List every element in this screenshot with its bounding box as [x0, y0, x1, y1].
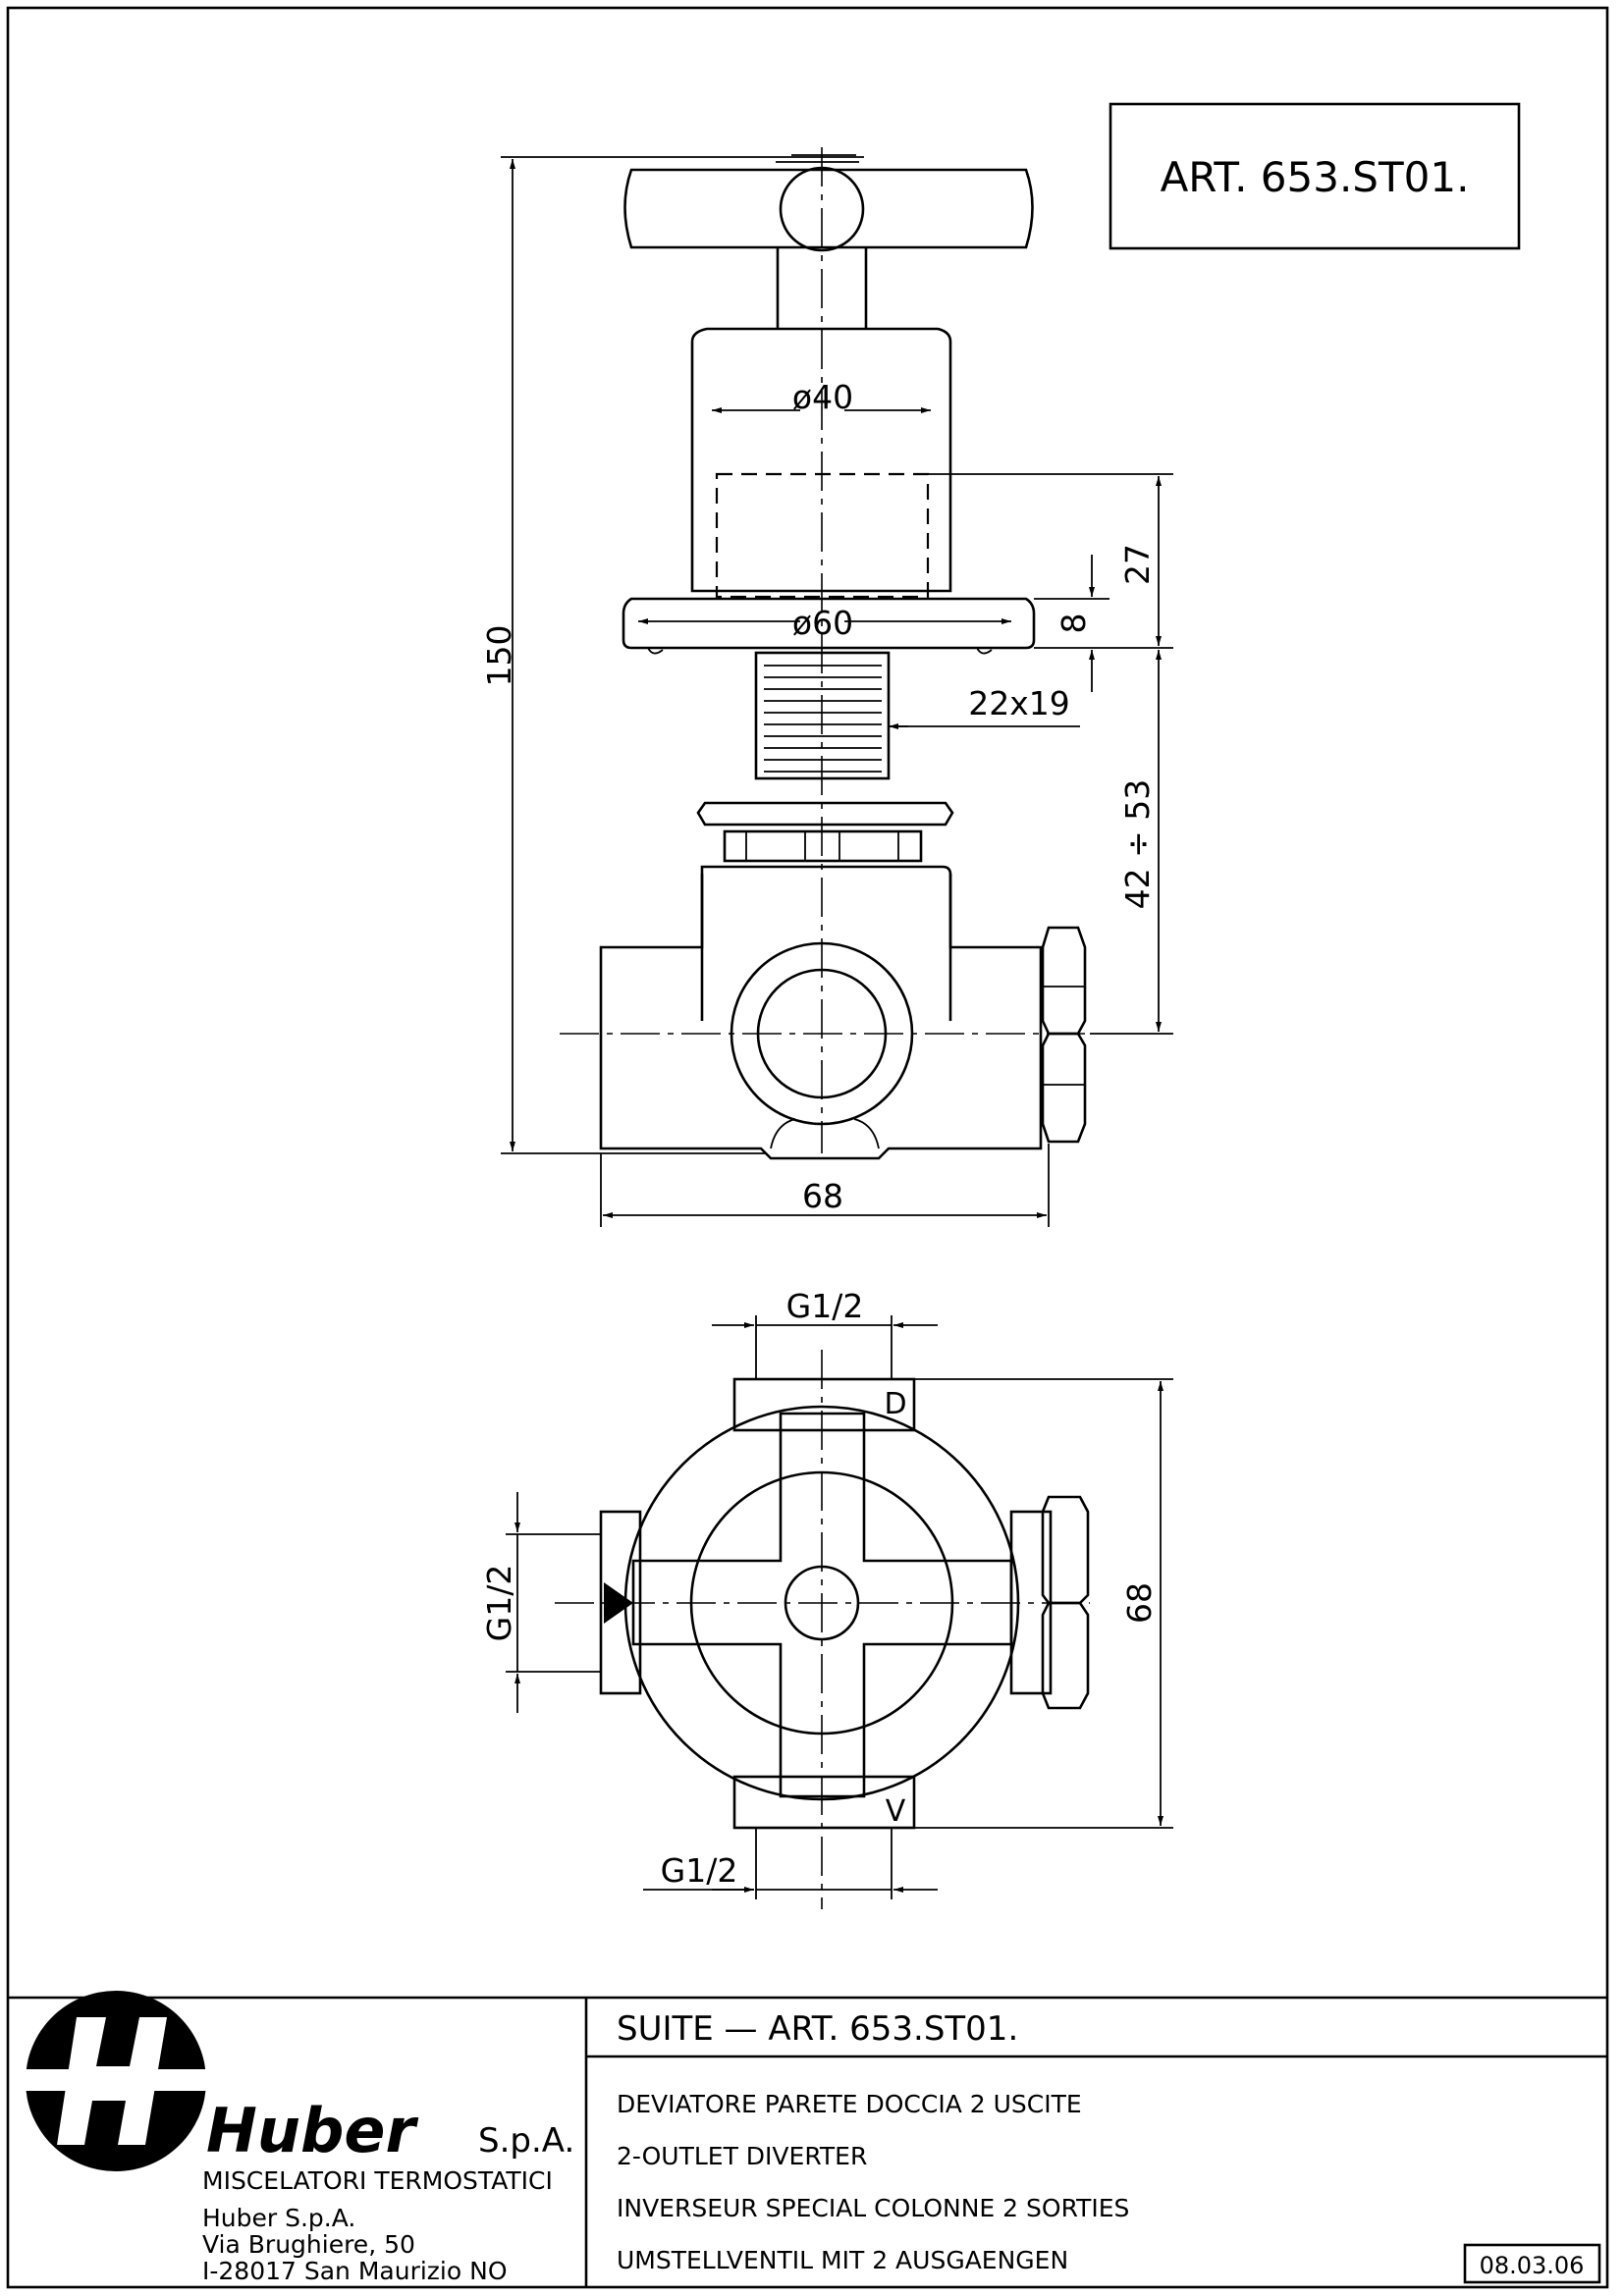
dim-height-68-plan: 68: [1120, 1582, 1159, 1624]
dim-g12-left: G1/2: [480, 1565, 518, 1642]
hidden-inner-cavity: [715, 472, 930, 599]
dim-height-8: 8: [1055, 614, 1093, 634]
front-view: ø40 ø60 22x19: [480, 147, 1173, 1227]
company-legal-form: S.p.A.: [478, 2121, 574, 2161]
drawing-date: 08.03.06: [1480, 2252, 1585, 2279]
plan-handle-hub: [784, 1565, 860, 1641]
dim-diameter-60: ø60: [792, 604, 853, 642]
description-en: 2-OUTLET DIVERTER: [617, 2142, 867, 2170]
huber-h-logo-icon: [18, 1991, 214, 2171]
description-it: DEVIATORE PARETE DOCCIA 2 USCITE: [617, 2090, 1082, 2118]
company-address-name: Huber S.p.A.: [202, 2204, 355, 2232]
description-fr: INVERSEUR SPECIAL COLONNE 2 SORTIES: [617, 2194, 1129, 2222]
handle-hub: [779, 166, 865, 252]
port-left: [599, 1510, 642, 1695]
dim-width-68: 68: [802, 1177, 843, 1215]
dim-thread-22x19: 22x19: [968, 684, 1070, 722]
dim-total-height: 150: [480, 156, 864, 1154]
dim-g12-bottom: G1/2: [661, 1851, 738, 1890]
dim-thread-top: G1/2: [712, 1287, 938, 1379]
dim-cap-depth: 27: [928, 473, 1173, 649]
article-number: ART. 653.ST01.: [1161, 153, 1470, 201]
lock-nut: [696, 801, 954, 863]
wall-flange: ø60: [622, 597, 1036, 655]
dim-height-27: 27: [1118, 544, 1157, 585]
inlet-arrow-icon: [604, 1582, 633, 1624]
dim-front-width: 68: [600, 1144, 1050, 1227]
sheet-border: [6, 6, 1609, 2289]
title-block: Huber S.p.A. MISCELATORI TERMOSTATICI Hu…: [8, 1991, 1607, 2287]
company-logo-text: Huber: [206, 2095, 418, 2166]
company-address-street: Via Brughiere, 50: [202, 2230, 415, 2259]
side-hex-nut: [1041, 926, 1087, 1144]
port-bottom: [732, 1775, 916, 1830]
plan-cross-handle: [631, 1412, 1013, 1798]
port-label-d: D: [884, 1387, 906, 1421]
threaded-spindle: 22x19: [754, 651, 1080, 780]
company-tagline: MISCELATORI TERMOSTATICI: [202, 2166, 553, 2195]
article-box: ART. 653.ST01.: [1109, 102, 1521, 250]
dim-g12-top: G1/2: [786, 1287, 864, 1325]
dim-installation-range: 42 ÷ 53: [1090, 650, 1173, 1035]
dim-flange-thickness: 8: [1034, 555, 1109, 692]
date-box: [1463, 2243, 1601, 2284]
cap-outline: [689, 1470, 954, 1735]
plan-view: D V G1/2 G1/2 G1/2: [480, 1287, 1173, 1909]
dim-height-150: 150: [480, 625, 518, 687]
valve-body: [560, 865, 1085, 1160]
dim-range-42-53: 42 ÷ 53: [1118, 779, 1157, 910]
port-label-v: V: [886, 1794, 906, 1829]
description-de: UMSTELLVENTIL MIT 2 AUSGAENGEN: [617, 2246, 1068, 2274]
cross-handle: [623, 154, 1034, 329]
company-address-city: I-28017 San Maurizio NO: [202, 2257, 508, 2285]
dim-thread-bottom: G1/2: [643, 1828, 938, 1899]
dim-thread-left: G1/2: [480, 1492, 601, 1713]
series-title: SUITE — ART. 653.ST01.: [617, 2009, 1018, 2049]
dim-diameter-40: ø40: [792, 378, 853, 416]
plan-hex-nut-bottom: [1041, 1601, 1090, 1710]
dim-plan-height: 68: [914, 1378, 1173, 1829]
port-top: [732, 1377, 916, 1432]
cap: ø40: [690, 327, 952, 599]
